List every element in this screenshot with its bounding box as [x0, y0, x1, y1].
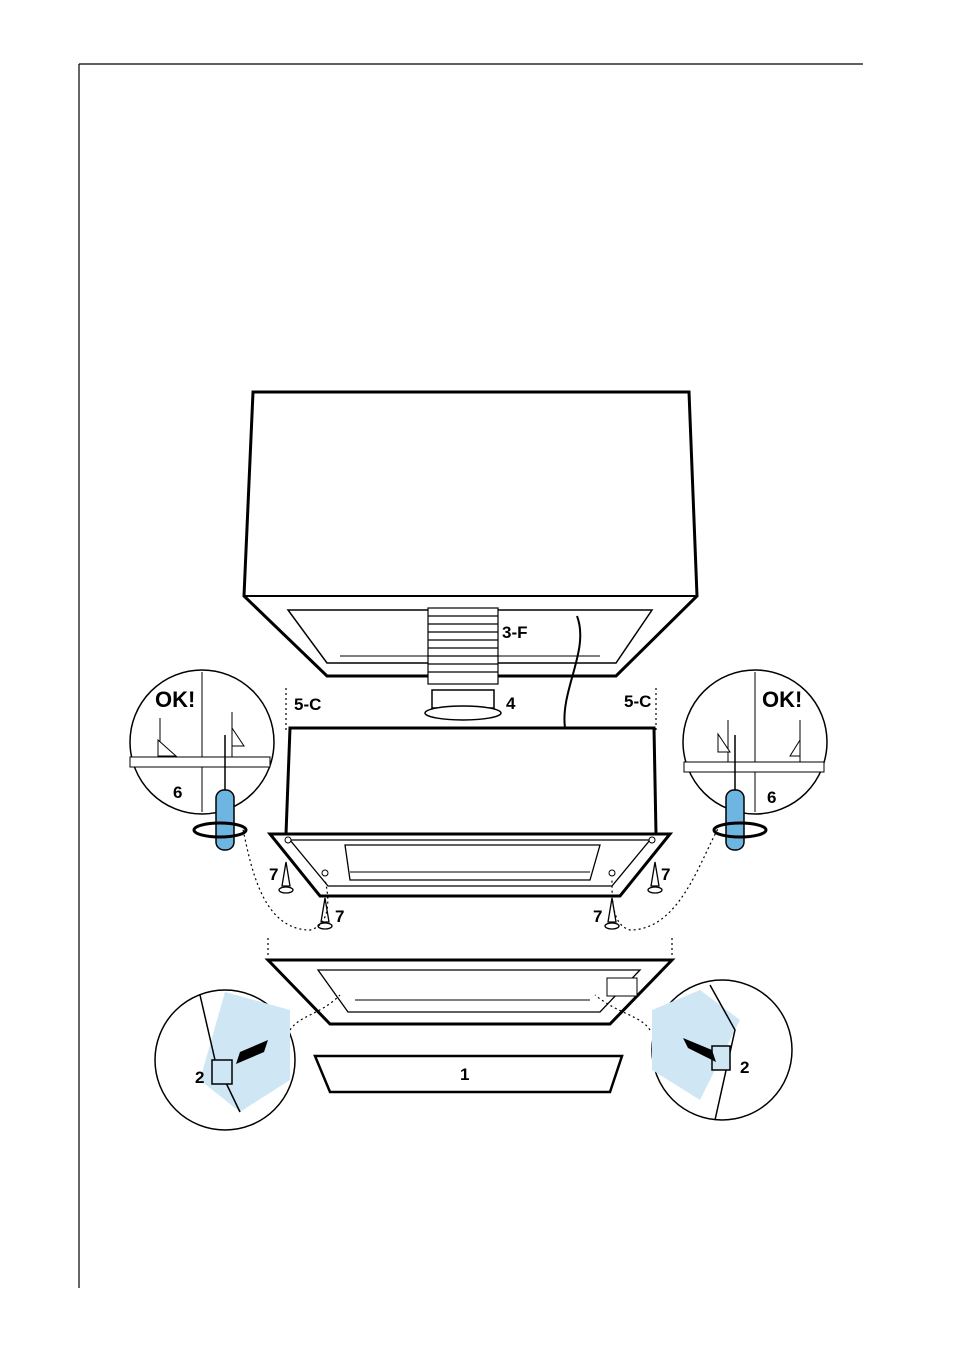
label-part-7-a: 7: [269, 865, 278, 884]
detail-circle-left-top: [130, 670, 274, 850]
label-ok-right: OK!: [762, 687, 802, 712]
hood-body: [270, 728, 670, 896]
frame-panel: [268, 960, 672, 1024]
screw-icon: [605, 898, 619, 929]
label-part-7-d: 7: [661, 865, 670, 884]
label-part-6-left: 6: [173, 783, 182, 802]
label-part-1: 1: [460, 1065, 469, 1084]
detail-circle-right-top: [683, 670, 827, 850]
label-part-5c-left: 5-C: [294, 695, 321, 714]
screw-icon: [648, 862, 662, 893]
detail-circle-right-bottom: [652, 980, 792, 1120]
detail-circle-left-bottom: [155, 990, 295, 1130]
label-part-2-left: 2: [195, 1068, 204, 1087]
label-part-2-right: 2: [740, 1058, 749, 1077]
label-part-7-b: 7: [335, 907, 344, 926]
screw-icon: [318, 898, 332, 929]
label-part-3f: 3-F: [502, 623, 528, 642]
label-part-5c-right: 5-C: [624, 692, 651, 711]
duct-ring: [425, 690, 501, 720]
label-ok-left: OK!: [155, 687, 195, 712]
label-part-7-c: 7: [593, 907, 602, 926]
flexible-duct: [428, 608, 498, 684]
screw-icon: [279, 862, 293, 893]
label-part-6-right: 6: [767, 788, 776, 807]
label-part-4: 4: [506, 694, 516, 713]
